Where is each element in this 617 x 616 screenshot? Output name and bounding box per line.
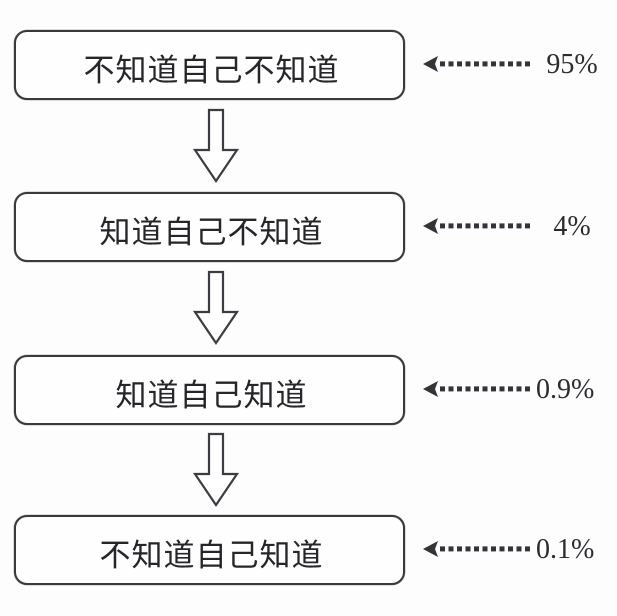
node-label-1: 不知道自己不知道 (83, 52, 340, 89)
percent-label-4: 0.1% (536, 534, 595, 565)
node-box-1[interactable]: 不知道自己不知道 (14, 30, 405, 100)
node-box-2[interactable]: 知道自己不知道 (14, 192, 405, 262)
node-label-2: 知道自己不知道 (99, 214, 324, 251)
flow-row-3: 知道自己知道 0.9% (0, 355, 617, 425)
flow-row-2: 知道自己不知道 4% (0, 192, 617, 262)
node-label-4: 不知道自己知道 (99, 537, 324, 574)
node-box-3[interactable]: 知道自己知道 (14, 355, 405, 425)
callout-arrow-3 (421, 376, 531, 402)
down-block-arrow-icon-3 (191, 432, 241, 508)
percent-label-3: 0.9% (536, 374, 595, 405)
percent-label-1: 95% (546, 49, 598, 80)
callout-arrow-2 (421, 213, 531, 239)
percent-label-2: 4% (553, 211, 591, 242)
node-box-4[interactable]: 不知道自己知道 (14, 515, 405, 585)
down-block-arrow-icon-1 (191, 108, 241, 184)
node-label-3: 知道自己知道 (115, 377, 308, 414)
down-block-arrow-icon-2 (191, 270, 241, 346)
flow-row-4: 不知道自己知道 0.1% (0, 515, 617, 585)
callout-arrow-4 (421, 536, 531, 562)
callout-arrow-1 (421, 51, 531, 77)
flow-row-1: 不知道自己不知道 95% (0, 30, 617, 100)
